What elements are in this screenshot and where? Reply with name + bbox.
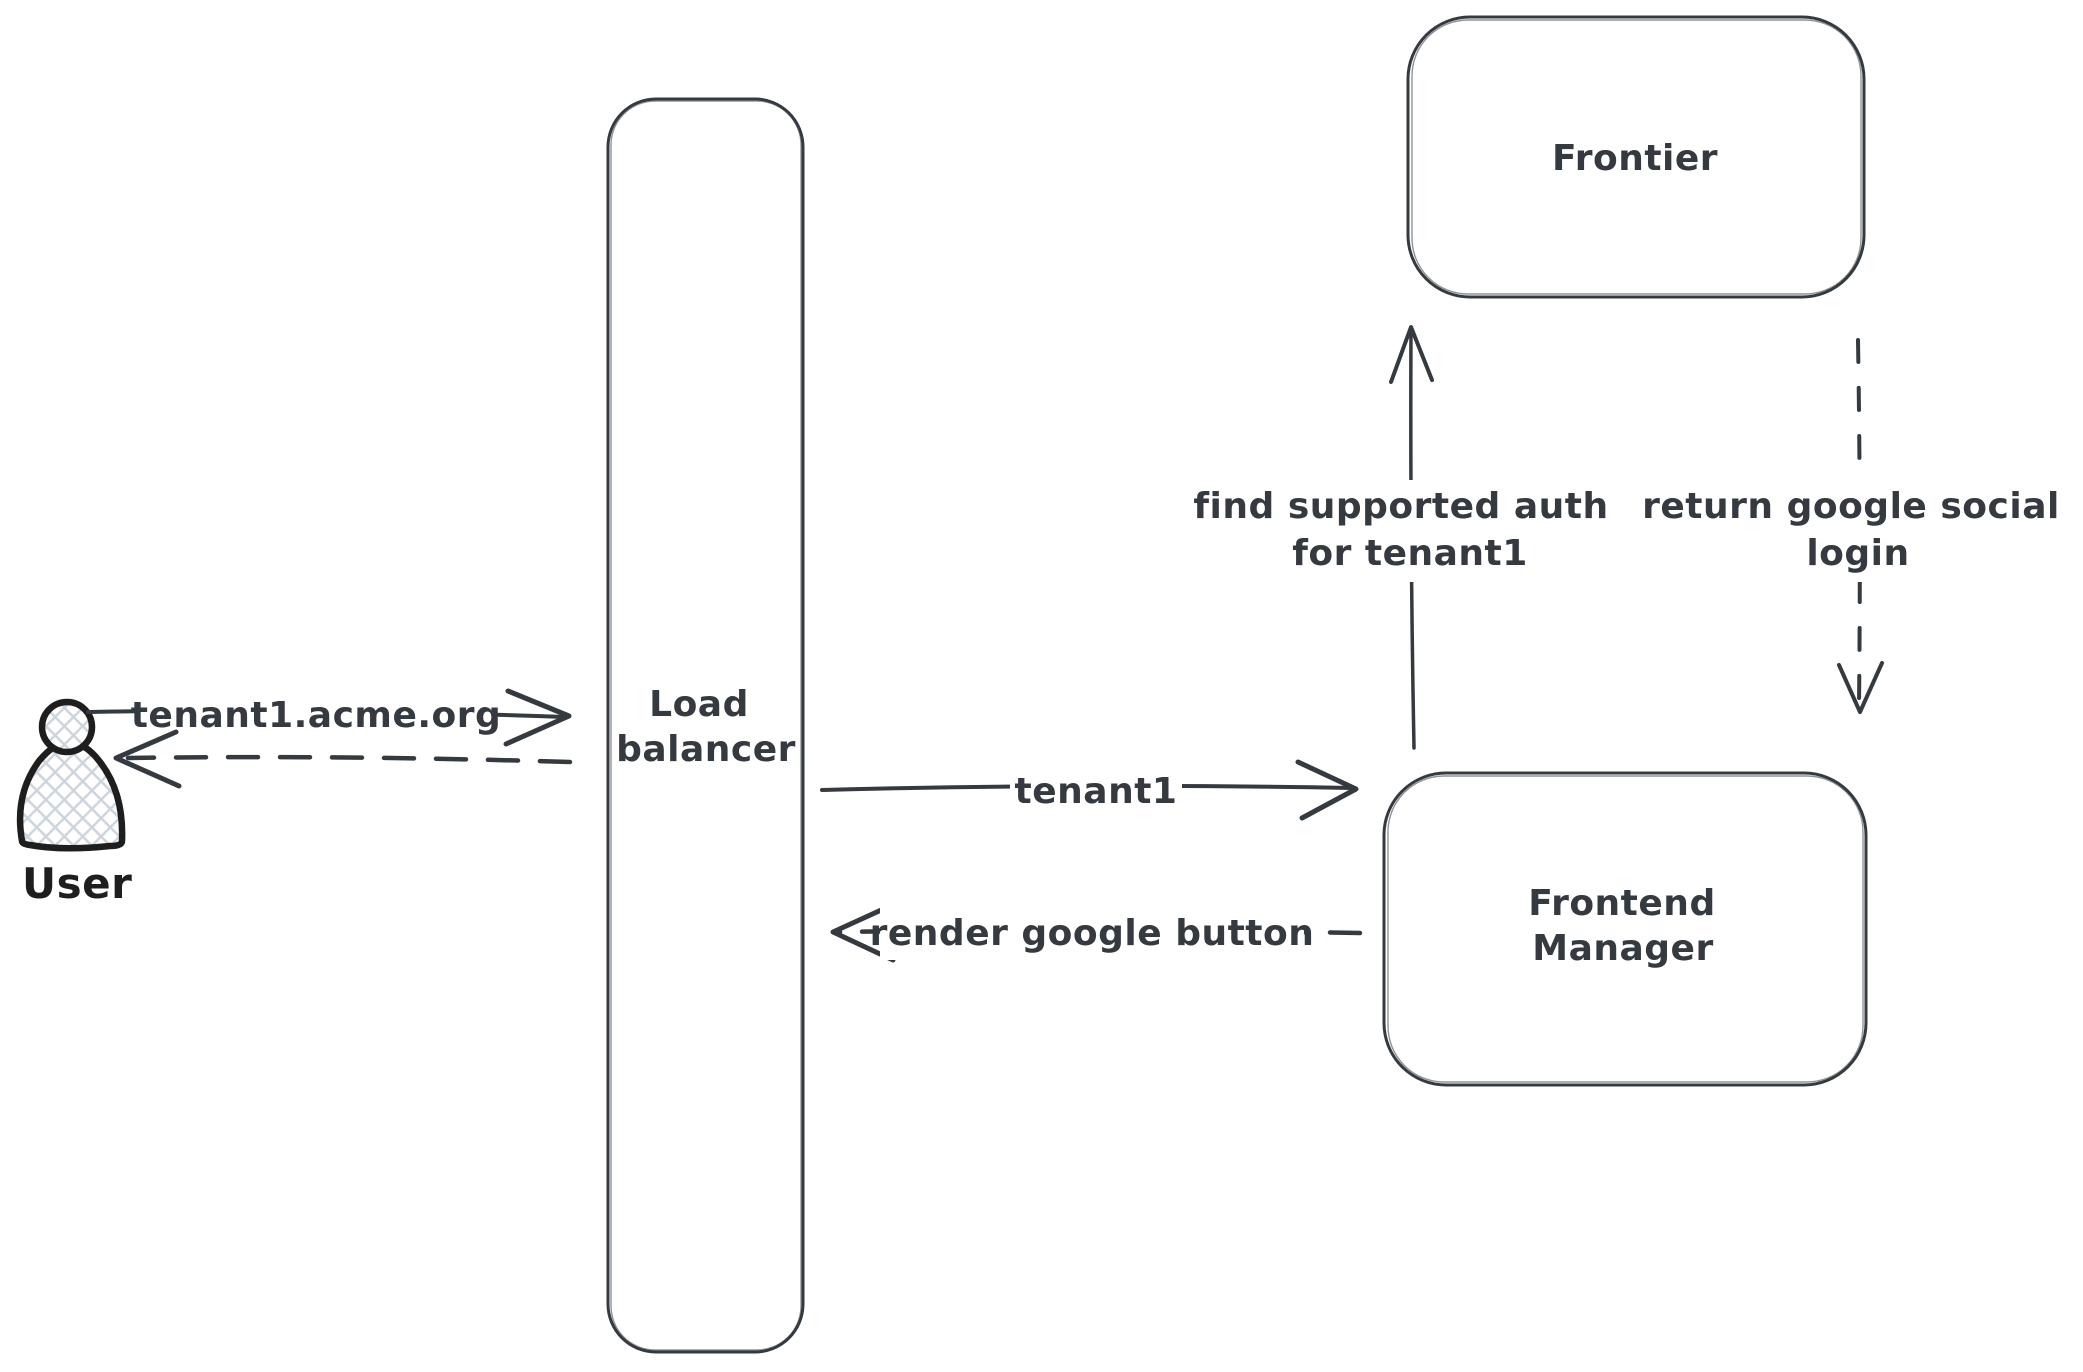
frontier-label: Frontier xyxy=(1552,138,1718,179)
arrow-frontend-manager-to-frontier-label-line1: find supported auth xyxy=(1193,486,1608,527)
node-frontier: Frontier xyxy=(1406,15,1866,299)
arrow-load-balancer-to-user xyxy=(113,729,573,789)
arrow-frontend-manager-to-frontier-label-line2: for tenant1 xyxy=(1292,533,1528,574)
frontend-manager-label-line1: Frontend xyxy=(1528,883,1715,924)
arrow-user-to-load-balancer-arrowhead xyxy=(503,688,572,747)
load-balancer-label-line2: balancer xyxy=(616,729,796,770)
user-actor-body xyxy=(16,738,126,852)
node-user: User xyxy=(16,698,132,908)
load-balancer-box xyxy=(606,97,805,1354)
arrow-frontend-manager-to-load-balancer-label: render google button xyxy=(870,913,1315,954)
arrow-load-balancer-to-user-shaft xyxy=(125,754,573,765)
frontend-manager-box xyxy=(1382,771,1868,1087)
arrow-load-balancer-to-frontend-manager-label-background xyxy=(1010,765,1182,815)
arrow-frontend-manager-to-load-balancer: render google button xyxy=(830,902,1363,963)
arrow-load-balancer-to-frontend-manager-label: tenant1 xyxy=(1015,771,1178,812)
load-balancer-box-ghost xyxy=(610,100,802,1351)
frontier-box-ghost xyxy=(1411,19,1862,295)
arrow-load-balancer-to-frontend-manager-arrowhead xyxy=(1295,759,1359,821)
arrow-user-to-load-balancer-label: tenant1.acme.org xyxy=(131,695,502,736)
node-frontend-manager: Frontend Manager xyxy=(1382,771,1868,1087)
arrow-frontend-manager-to-frontier-label-background xyxy=(1198,480,1608,582)
user-label: User xyxy=(22,859,132,908)
arrow-load-balancer-to-frontend-manager: tenant1 xyxy=(820,759,1359,821)
user-actor-head xyxy=(38,698,96,756)
arrow-frontier-to-frontend-manager: return google social login xyxy=(1642,338,2060,714)
node-load-balancer: Load balancer xyxy=(606,97,805,1354)
frontend-manager-label-line2: Manager xyxy=(1532,928,1713,969)
arrow-frontend-manager-to-frontier-arrowhead xyxy=(1389,325,1434,384)
load-balancer-label-line1: Load xyxy=(649,684,749,725)
arrow-frontier-to-frontend-manager-arrowhead xyxy=(1837,661,1884,714)
arrow-frontier-to-frontend-manager-label-line1: return google social xyxy=(1642,486,2060,527)
arrow-frontier-to-frontend-manager-shaft xyxy=(1856,338,1862,708)
arrow-frontier-to-frontend-manager-label-line2: login xyxy=(1806,533,1909,574)
arrow-frontend-manager-to-frontier: find supported auth for tenant1 xyxy=(1193,325,1608,750)
frontend-manager-box-ghost xyxy=(1387,775,1864,1083)
arrow-frontier-to-frontend-manager-label-background xyxy=(1648,480,2056,582)
arrow-user-to-load-balancer: tenant1.acme.org xyxy=(86,688,572,747)
arrow-load-balancer-to-user-arrowhead xyxy=(113,729,182,789)
arrow-frontend-manager-to-load-balancer-label-background xyxy=(880,902,1304,960)
arrow-user-to-load-balancer-label-background xyxy=(140,688,492,738)
frontier-box xyxy=(1406,15,1866,299)
arrow-frontend-manager-to-load-balancer-arrowhead xyxy=(830,903,896,963)
